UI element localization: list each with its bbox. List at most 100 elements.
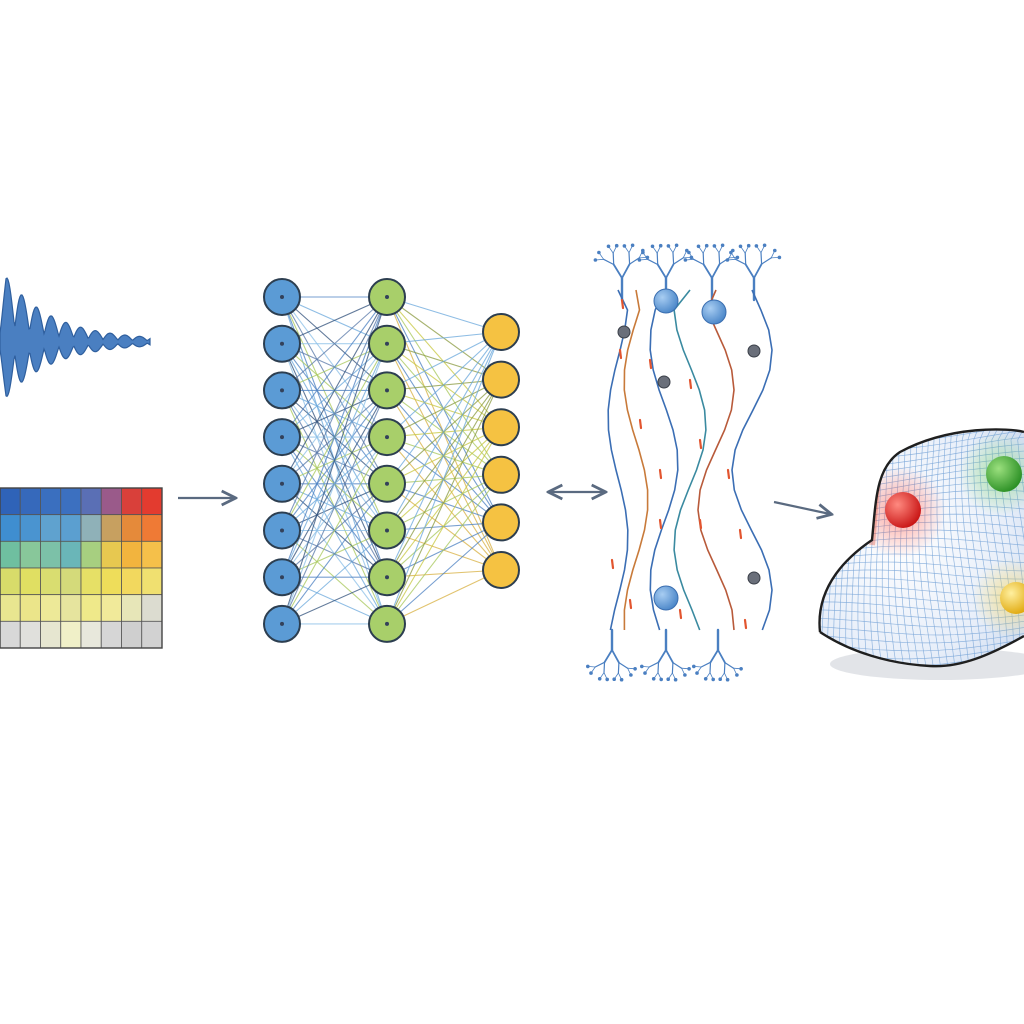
dendrite-tip [606, 244, 611, 249]
node-center-dot [385, 621, 389, 626]
dendrite-branch [656, 263, 667, 279]
dendrite-tip [754, 244, 759, 248]
spike-mark [688, 378, 693, 390]
dendrite-branch [618, 661, 629, 669]
dendrite-branch [603, 649, 613, 664]
marker-green [986, 456, 1022, 492]
dendrite-branch [612, 263, 623, 279]
network-edge [386, 426, 502, 625]
marker-red [885, 492, 921, 528]
dendrite-branch [603, 661, 606, 674]
dendrite-branch [594, 661, 606, 668]
spike-mark [698, 518, 703, 530]
spectrogram-cell [0, 620, 21, 649]
dendrite-branch [612, 252, 615, 266]
spectrogram-cell [0, 594, 21, 622]
dendrite-branch [723, 661, 726, 674]
spectrogram-cell [19, 540, 41, 569]
dendrite-branch [672, 257, 684, 265]
axon-line [697, 289, 735, 631]
dendrite-branch [709, 661, 712, 674]
dendrite-tip [735, 255, 740, 260]
dendrite-branch [692, 258, 705, 266]
dendrite-tip [641, 250, 645, 255]
spectrogram-cell [121, 594, 143, 622]
dendrite-branch [672, 661, 683, 669]
output-node [482, 455, 520, 494]
waveform [0, 277, 151, 398]
mesh-line-vertical [954, 429, 977, 667]
spectrogram-cell [121, 514, 143, 542]
spectrogram-cell [0, 567, 21, 596]
dendrite-tip [725, 677, 730, 682]
neuron-columns [586, 243, 782, 682]
node-center-dot [280, 341, 284, 346]
node-center-dot [385, 435, 389, 440]
network-connections [281, 296, 502, 625]
spectrogram-cell [100, 514, 122, 542]
dendrite-branch [711, 263, 721, 279]
output-node [482, 503, 520, 542]
spectrogram-cell [100, 487, 122, 516]
network-edge [281, 296, 388, 391]
node-center-dot [385, 388, 389, 393]
spectrogram-cell [100, 594, 122, 622]
spike-mark [726, 468, 731, 480]
mesh-line-vertical [821, 429, 833, 667]
dendrite-tip [629, 673, 633, 677]
spectrogram-cell [100, 620, 122, 649]
mesh-line-vertical [819, 429, 827, 667]
spike-mark [678, 608, 683, 620]
dendrite-branch [656, 252, 659, 266]
dendrite-tip [720, 243, 725, 248]
spectrogram-cell [19, 514, 41, 542]
dendrite-tip [593, 258, 598, 262]
spectrogram-cell [0, 487, 21, 516]
node-center-dot [280, 388, 284, 393]
dendrite-tip [666, 244, 671, 248]
dendrite-tip [674, 243, 679, 248]
dendrite-tip [673, 677, 678, 682]
dendrite-tip [739, 667, 743, 671]
dendrite-tip [735, 673, 739, 677]
network-edge [386, 331, 502, 625]
node-center-dot [385, 575, 389, 580]
spectrogram-cell [0, 540, 21, 569]
dendrite-tip [704, 243, 709, 248]
spike-mark [738, 528, 743, 540]
spectrogram-cell [100, 540, 122, 569]
synapse-node [617, 325, 631, 339]
spectrogram-cell [19, 594, 41, 622]
dendrite-branch [628, 257, 640, 265]
mesh-line-vertical [948, 429, 971, 667]
network-edge [281, 296, 388, 531]
surface-outline [818, 428, 1024, 668]
axon-line [731, 289, 773, 631]
mesh-line-vertical [924, 429, 943, 667]
network-edge [386, 331, 502, 578]
spectrogram-cell [121, 567, 143, 596]
node-center-dot [280, 575, 284, 580]
output-node [482, 551, 520, 589]
dendrite-tip [640, 664, 644, 669]
dendrite-tip [725, 258, 730, 262]
dendrite-tip [622, 244, 627, 248]
dendrite-tip [687, 667, 691, 671]
node-center-dot [385, 295, 389, 299]
spectrogram-cell [40, 567, 62, 596]
dendrite-branch [734, 258, 747, 266]
dendrite-branch [665, 263, 675, 279]
mesh-surface [818, 428, 1024, 680]
spike-mark [618, 348, 623, 360]
network-edge [281, 296, 388, 345]
node-center-dot [280, 295, 284, 299]
network-edge [281, 296, 388, 438]
dendrite-branch [628, 252, 631, 265]
spectrogram-cell [40, 620, 62, 649]
synapse-node [747, 344, 761, 358]
dendrite-tip [711, 677, 715, 682]
spectrogram-cell [60, 487, 82, 516]
dendrite-branch [717, 649, 726, 664]
spectrogram-cell [60, 514, 82, 542]
